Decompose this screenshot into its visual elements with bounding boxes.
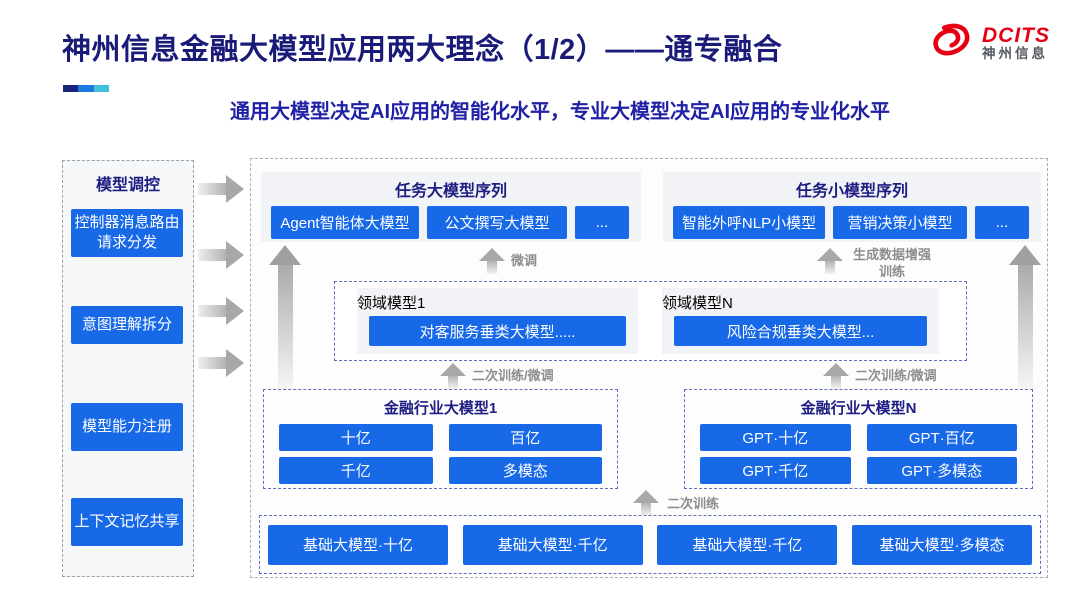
node-customer-service-model: 对客服务垂类大模型..... xyxy=(369,316,626,346)
sidebar-node-register: 模型能力注册 xyxy=(71,403,183,451)
industry-model-1-box: 金融行业大模型1 十亿 百亿 千亿 多模态 xyxy=(263,389,618,489)
node-billion: 十亿 xyxy=(279,424,433,451)
up-arrow-icon xyxy=(633,490,659,516)
node-gpt-billion: GPT·十亿 xyxy=(700,424,851,451)
slide-subtitle: 通用大模型决定AI应用的智能化水平，专业大模型决定AI应用的专业化水平 xyxy=(230,101,890,123)
right-arrow-icon xyxy=(198,240,244,270)
label-secondary-train-finetune: 二次训练/微调 xyxy=(472,368,554,383)
label-secondary-train: 二次训练 xyxy=(667,496,720,511)
node-risk-compliance-model: 风险合规垂类大模型... xyxy=(674,316,927,346)
base-models-box: 基础大模型·十亿 基础大模型·千亿 基础大模型·千亿 基础大模型·多模态 xyxy=(259,515,1041,574)
logo-brand-cn: 神州信息 xyxy=(982,46,1048,62)
sidebar-node-context: 上下文记忆共享 xyxy=(71,498,183,546)
node-nlp-small-model: 智能外呼NLP小模型 xyxy=(673,206,825,239)
group-title: 金融行业大模型1 xyxy=(383,400,498,417)
up-arrow-icon xyxy=(269,245,301,393)
node-more-ellipsis: ... xyxy=(975,206,1029,239)
node-gpt-hundred-billion: GPT·千亿 xyxy=(700,457,851,484)
right-arrow-icon xyxy=(198,296,244,326)
up-arrow-icon xyxy=(817,248,843,274)
domain-model-1-group: 领域模型1 对客服务垂类大模型..... xyxy=(357,288,638,354)
node-hundred-billion: 千亿 xyxy=(279,457,433,484)
label-fine-tune: 微调 xyxy=(511,253,538,268)
node-gpt-multimodal: GPT·多模态 xyxy=(866,457,1017,484)
model-control-title: 模型调控 xyxy=(95,177,160,194)
page-title: 神州信息金融大模型应用两大理念（1/2）——通专融合 xyxy=(62,34,783,66)
node-base-model-billion: 基础大模型·十亿 xyxy=(268,524,448,565)
group-title: 任务大模型序列 xyxy=(394,183,507,200)
right-arrow-icon xyxy=(198,348,244,378)
dcits-swirl-icon xyxy=(922,20,976,67)
right-arrow-icon xyxy=(198,174,244,204)
label-secondary-train-finetune: 二次训练/微调 xyxy=(855,368,937,383)
task-large-model-group: 任务大模型序列 Agent智能体大模型 公文撰写大模型 ... xyxy=(261,172,641,242)
domain-model-n-group: 领域模型N 风险合规垂类大模型... xyxy=(662,288,939,354)
node-gpt-ten-billion: GPT·百亿 xyxy=(866,424,1017,451)
group-title: 领域模型1 xyxy=(357,295,426,312)
model-control-panel: 模型调控 控制器消息路由请求分发 意图理解拆分 模型能力注册 上下文记忆共享 xyxy=(62,160,194,577)
domain-models-box: 领域模型1 对客服务垂类大模型..... 领域模型N 风险合规垂类大模型... xyxy=(334,281,967,361)
node-more-ellipsis: ... xyxy=(575,206,629,239)
sidebar-node-router: 控制器消息路由请求分发 xyxy=(71,209,183,257)
up-arrow-icon xyxy=(1009,245,1041,393)
node-marketing-small-model: 营销决策小模型 xyxy=(833,206,967,239)
node-ten-billion: 百亿 xyxy=(448,424,602,451)
node-doc-writing-model: 公文撰写大模型 xyxy=(427,206,567,239)
industry-model-n-box: 金融行业大模型N GPT·十亿 GPT·百亿 GPT·千亿 GPT·多模态 xyxy=(684,389,1033,489)
group-title: 任务小模型序列 xyxy=(795,183,908,200)
up-arrow-icon xyxy=(823,363,849,389)
node-agent-large-model: Agent智能体大模型 xyxy=(271,206,419,239)
group-title: 金融行业大模型N xyxy=(800,400,917,417)
architecture-diagram: 任务大模型序列 Agent智能体大模型 公文撰写大模型 ... 任务小模型序列 … xyxy=(250,158,1048,578)
node-multimodal: 多模态 xyxy=(448,457,602,484)
dcits-logo: DCITS 神州信息 xyxy=(922,20,1050,67)
logo-brand-text: DCITS xyxy=(982,24,1050,48)
node-base-model-hundred-billion-2: 基础大模型·千亿 xyxy=(657,524,838,565)
group-title: 领域模型N xyxy=(662,295,733,312)
node-base-model-multimodal: 基础大模型·多模态 xyxy=(851,524,1032,565)
sidebar-node-intent: 意图理解拆分 xyxy=(71,306,183,344)
title-accent-bar xyxy=(63,85,109,92)
label-gen-data-augment: 生成数据增强训练 xyxy=(852,247,931,279)
task-small-model-group: 任务小模型序列 智能外呼NLP小模型 营销决策小模型 ... xyxy=(663,172,1041,242)
up-arrow-icon xyxy=(479,248,505,274)
node-base-model-hundred-billion: 基础大模型·千亿 xyxy=(462,524,643,565)
up-arrow-icon xyxy=(440,363,466,389)
